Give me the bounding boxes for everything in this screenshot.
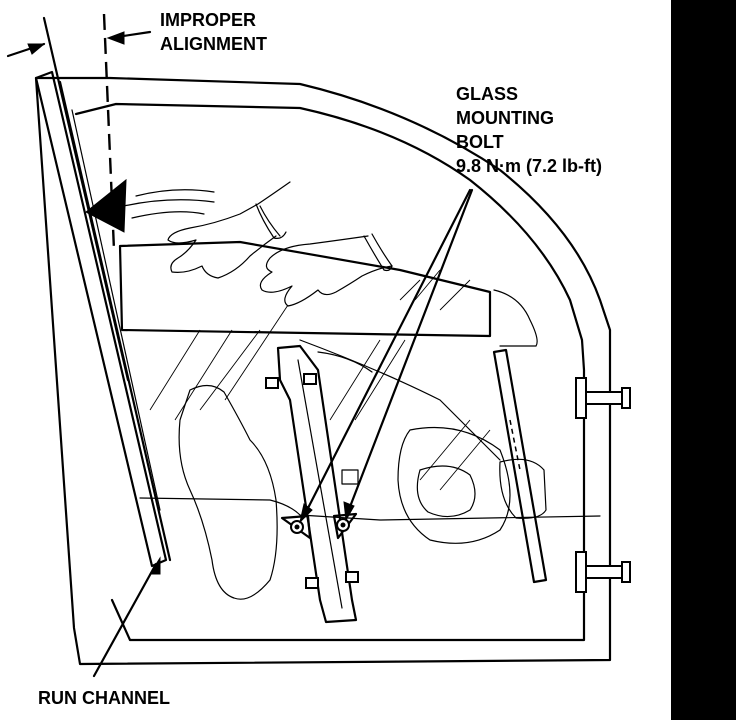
run-channel-outer [34,70,168,568]
panel-cutout-right [499,458,547,519]
window-glass [118,240,492,338]
bolt-leader-right [346,188,474,514]
push-motion-line-2 [131,211,205,219]
left-callout-arrowhead [27,43,46,55]
panel-speaker-inner [416,465,476,518]
run-channel-leader-arrowhead [149,556,161,575]
label-alignment: ALIGNMENT [160,34,267,54]
hand-left [167,181,291,279]
label-bolt: BOLT [456,132,504,152]
push-motion-line-1 [123,199,215,207]
right-edge-bar [671,0,736,720]
bolt-leader-right-arrowhead [343,501,355,522]
hand-right [259,233,393,307]
rear-run-channel [492,348,548,584]
label-improper: IMPROPER [160,10,256,30]
door-hinge-upper [575,377,631,419]
run-channel-inner-2 [71,109,161,511]
door-hinge-lower [575,551,631,593]
push-motion-line-3 [135,189,215,197]
run-channel-leader [92,562,158,678]
panel-small-slot [341,469,359,485]
label-glass: GLASS [456,84,518,104]
right-callout-arrowhead [106,31,125,45]
bolt-leader-left [304,188,472,514]
glass-mounting-bolt-left [280,514,312,540]
panel-speaker-outer [397,426,511,544]
mirror-mount-area [493,289,538,347]
door-frame-inner [74,102,586,642]
glass-edge-line [139,497,601,521]
panel-cutout-left [178,384,278,600]
label-mounting: MOUNTING [456,108,554,128]
glass-hatch [149,269,491,491]
bolt-leader-left-arrowhead [299,503,313,524]
label-torque: 9.8 N·m (7.2 lb-ft) [456,156,602,176]
door-frame-outline [34,76,612,666]
glass-reflection [299,339,501,461]
label-run-channel: RUN CHANNEL [38,688,170,708]
improper-glass-edge-line [42,16,130,382]
